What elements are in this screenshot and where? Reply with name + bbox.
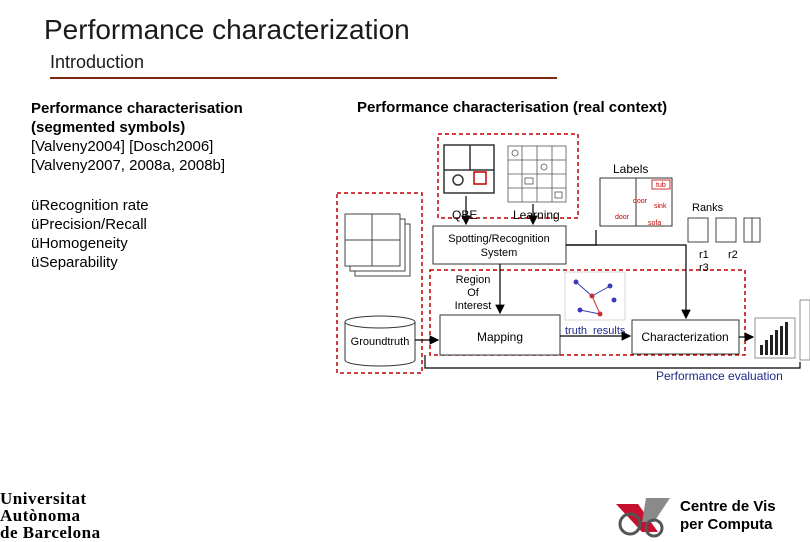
qbe-label: QBE (452, 208, 477, 222)
tag-sofa: sofa (648, 220, 661, 227)
groundtruth-database-icon (344, 315, 416, 367)
rank-r1: r1 (699, 249, 709, 261)
title-rule (50, 77, 557, 79)
cvc-logo-text: Centre de Vis per Computa (680, 498, 776, 534)
groundtruth-region (336, 192, 423, 374)
truth-label: truth (565, 325, 587, 337)
tag-sink: sink (654, 203, 667, 210)
slide-title: Performance characterization (44, 14, 410, 45)
performance-evaluation-label: Performance evaluation (656, 369, 783, 383)
tag-tub: tub (656, 182, 666, 189)
slide-subtitle: Introduction (50, 52, 145, 72)
cvc-logo-icon (616, 498, 670, 538)
list-item: üSeparability (31, 254, 118, 271)
results-chart-icon (754, 299, 810, 361)
segmented-symbols-block: Performance characterisation (segmented … (31, 99, 331, 175)
performance-evaluation-region (429, 269, 746, 356)
labels-label: Labels (613, 162, 648, 176)
left-ref-line2: [Valveny2007, 2008a, 2008b] (31, 157, 226, 174)
qbe-learning-region (437, 133, 579, 219)
learning-label: Learning (513, 208, 560, 222)
groundtruth-label: Groundtruth (351, 336, 410, 348)
left-ref-line1: [Valveny2004] [Dosch2006] (31, 138, 214, 155)
roi-label-line3: Interest (455, 300, 492, 312)
cvc-logo-line2: per Computa (680, 516, 773, 533)
learning-symbols-icon (507, 145, 567, 203)
cvc-logo-line1: Centre de Vis (680, 498, 776, 515)
list-item: üHomogeneity (31, 235, 128, 252)
matching-graph-icon (564, 271, 626, 321)
uab-logo-line3: de Barcelona (0, 523, 101, 542)
left-heading-line1: Performance characterisation (31, 100, 243, 117)
mapping-box (439, 314, 561, 356)
rank-r3: r3 (699, 262, 709, 274)
tag-door-2: door (615, 214, 630, 221)
characterization-label: Characterization (641, 330, 728, 344)
list-item: üPrecision/Recall (31, 216, 147, 233)
spotting-system-box (432, 225, 567, 265)
roi-label-line2: Of (467, 287, 480, 299)
mapping-label: Mapping (477, 330, 523, 344)
ranks-label: Ranks (692, 202, 724, 214)
diagram-heading: Performance characterisation (real conte… (357, 99, 668, 116)
uab-logo: Universitat Autònoma de Barcelona (0, 490, 101, 541)
tag-door: door (633, 198, 648, 205)
results-label: results (593, 325, 626, 337)
flow-arrows (415, 196, 801, 369)
metrics-list: üRecognition rate üPrecision/Recall üHom… (31, 196, 149, 272)
spotting-label-line2: System (481, 247, 518, 259)
qbe-floorplan-icon (443, 144, 495, 194)
uab-logo-line2: Autònoma (0, 506, 81, 525)
roi-label-line1: Region (456, 274, 491, 286)
labeled-sample-icon (599, 177, 673, 227)
list-item: üRecognition rate (31, 197, 149, 214)
uab-logo-line1: Universitat (0, 489, 87, 508)
left-heading-line2: (segmented symbols) (31, 119, 186, 136)
ranked-symbols-icon (687, 217, 761, 243)
rank-r2: r2 (728, 249, 738, 261)
groundtruth-floorplans-icon (344, 213, 411, 277)
spotting-label-line1: Spotting/Recognition (448, 233, 550, 245)
characterization-box (631, 319, 740, 355)
